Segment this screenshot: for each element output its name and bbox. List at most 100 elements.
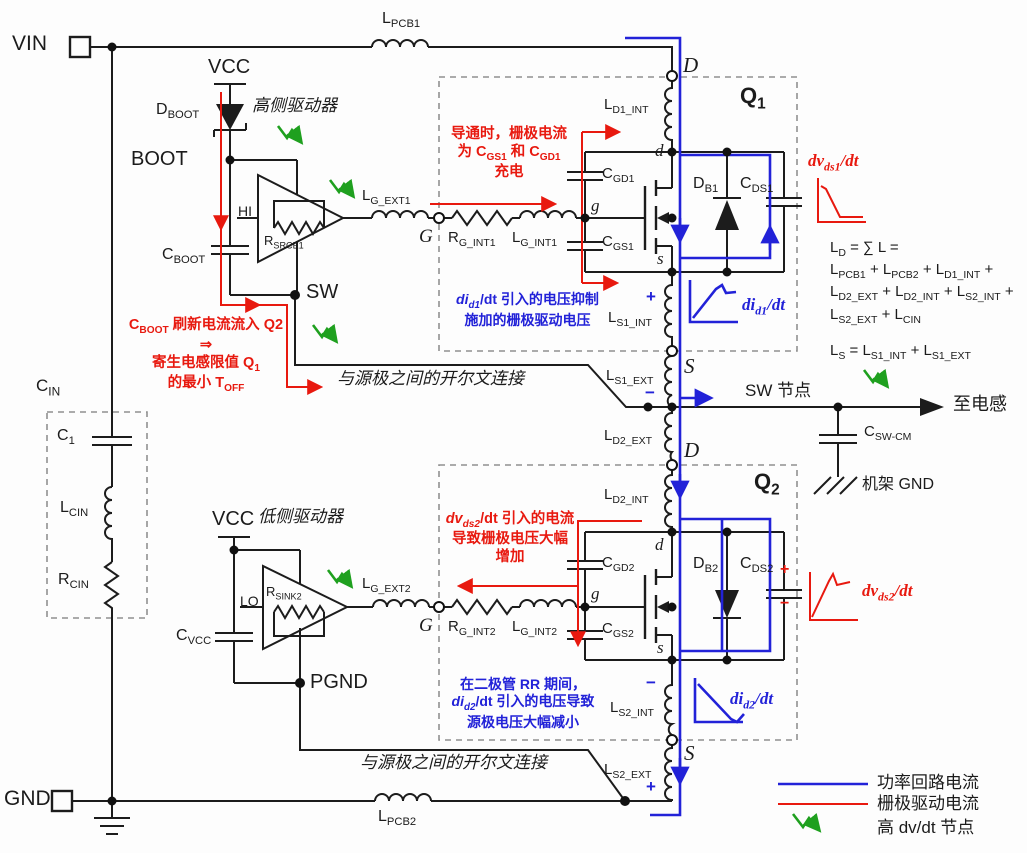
label-c-ds2: CDS2 <box>740 555 774 576</box>
eq-ld-line1: LD = ∑ L = <box>830 239 899 259</box>
minus-sign-ls1: − <box>645 383 655 402</box>
inductance-equations: LD = ∑ L = LPCB1 + LPCB2 + LD1_INT + LD2… <box>830 238 1014 363</box>
label-c-sw-cm: CSW-CM <box>864 423 912 443</box>
sw-node-label: SW 节点 <box>745 381 812 400</box>
minus-sign-cds2: − <box>780 595 790 612</box>
low-side-driver-title: 低侧驱动器 <box>258 507 343 526</box>
eq-ld-line4: LS2_EXT + LCIN <box>830 305 921 326</box>
q2-title: Q2 <box>754 469 780 499</box>
legend-power-loop: 功率回路电流 <box>877 773 979 792</box>
node-label-gate-q1: g <box>591 196 600 215</box>
label-l-s1-ext: LS1_EXT <box>606 367 654 387</box>
annotation-didt1: did1/dt 引入的电压抑制 施加的栅极驱动电压 <box>456 291 599 328</box>
label-c-in: CIN <box>36 376 61 399</box>
dvds2-waveform <box>809 571 858 621</box>
label-c-gd1: CGD1 <box>602 165 635 185</box>
high-side-driver-title: 高侧驱动器 <box>252 96 337 115</box>
label-l-d2-int: LD2_INT <box>604 486 649 506</box>
label-d-boot: DBOOT <box>156 101 200 122</box>
label-l-g-int2: LG_INT2 <box>512 618 558 638</box>
node-label-g-q1: G <box>419 226 433 247</box>
sw-cm-capacitor <box>813 407 858 495</box>
node-label-s-q1: s <box>657 249 664 268</box>
plus-sign-ls2: + <box>646 777 656 796</box>
label-r-cin: RCIN <box>58 571 89 592</box>
dvds1-label: dvds1/dt <box>808 151 859 174</box>
legend-gate-drive: 栅极驱动电流 <box>877 794 979 813</box>
sw-pin-label: SW <box>306 281 339 303</box>
kelvin-label-top: 与源极之间的开尔文连接 <box>337 369 524 388</box>
kelvin-label-bottom: 与源极之间的开尔文连接 <box>360 753 547 772</box>
chassis-gnd-label: 机架 GND <box>862 476 935 493</box>
high-side-driver <box>211 83 585 296</box>
eq-ld-line2: LPCB1 + LPCB2 + LD1_INT + <box>830 261 994 282</box>
node-label-drain-q2: D <box>684 438 700 462</box>
label-d-b2: DB2 <box>693 555 719 576</box>
pin-circles <box>433 70 678 746</box>
low-side-driver <box>215 536 585 684</box>
label-c-gs2: CGS2 <box>602 620 634 640</box>
label-r-srce1: RSRCE1 <box>264 233 304 251</box>
label-l-pcb1: LPCB1 <box>382 10 421 31</box>
boot-label: BOOT <box>131 148 188 170</box>
junction-dots <box>107 42 843 806</box>
gnd-port-label: GND <box>4 787 51 810</box>
legend-samples <box>778 782 868 833</box>
eq-ld-line3: LD2_EXT + LD2_INT + LS2_INT + <box>830 283 1014 304</box>
q2-mosfet <box>567 531 802 661</box>
node-label-d-q2: d <box>655 535 664 554</box>
annotation-dvdt2: dvds2/dt 引入的电流 导致栅极电压大幅 增加 <box>445 511 575 565</box>
plus-sign-ls1: + <box>646 287 656 306</box>
annotation-cboot-refresh: CBOOT 刷新电流流入 Q2 ⇒ 寄生电感限值 Q1 的最小 TOFF <box>128 317 284 395</box>
hi-input-label: HI <box>238 203 252 219</box>
q1-title: Q1 <box>740 83 766 113</box>
label-l-pcb2: LPCB2 <box>378 808 417 829</box>
label-r-g-int1: RG_INT1 <box>448 229 496 249</box>
annotation-turn-on: 导通时，栅极电流 为 CGS1 和 CGD1 充电 <box>451 126 567 180</box>
to-inductor-label: 至电感 <box>953 394 1007 414</box>
label-r-sink2: RSINK2 <box>266 584 302 602</box>
vin-port-label: VIN <box>12 32 48 55</box>
label-d-b1: DB1 <box>693 175 719 196</box>
node-label-source-q1: S <box>684 354 695 378</box>
eq-ls-line: LS = LS1_INT + LS1_EXT <box>830 341 971 362</box>
label-l-g-ext2: LG_EXT2 <box>362 575 411 595</box>
annotation-didt2: 在二极管 RR 期间， did2/dt 引入的电压导致 源极电压大幅减小 <box>451 676 595 730</box>
node-label-source-q2: S <box>684 741 695 765</box>
dids2-waveform <box>693 678 745 724</box>
lo-input-label: LO <box>240 593 259 609</box>
dids1-waveform <box>688 280 738 324</box>
node-label-drain-q1: D <box>683 53 699 77</box>
label-c-gs1: CGS1 <box>602 233 634 253</box>
dvds2-label: dvds2/dt <box>862 581 913 604</box>
dids2-label: did2/dt <box>730 689 774 712</box>
dids1-label: did1/dt <box>742 295 786 318</box>
label-c-vcc: CVCC <box>176 627 212 648</box>
q2-package-outline <box>438 464 798 741</box>
vcc-high-label: VCC <box>208 56 251 78</box>
cin-outline <box>46 411 148 619</box>
label-l-cin: LCIN <box>60 499 89 520</box>
legend-high-dvdt: 高 dv/dt 节点 <box>877 818 975 837</box>
label-l-s2-ext: LS2_EXT <box>604 761 652 781</box>
label-c-gd2: CGD2 <box>602 554 635 574</box>
label-l-g-ext1: LG_EXT1 <box>362 187 411 207</box>
label-l-s1-int: LS1_INT <box>608 309 652 329</box>
label-c-ds1: CDS1 <box>740 175 774 196</box>
gate-drive-current-path <box>213 92 642 648</box>
node-label-s-q2: s <box>657 638 664 657</box>
vcc-low-label: VCC <box>212 508 255 530</box>
power-rails <box>50 35 673 835</box>
label-l-d1-int: LD1_INT <box>604 96 649 116</box>
pgnd-label: PGND <box>310 671 368 693</box>
node-label-gate-q2: g <box>591 584 600 603</box>
label-c-boot: CBOOT <box>162 246 206 267</box>
label-l-g-int1: LG_INT1 <box>512 229 558 249</box>
label-c1: C1 <box>57 427 75 448</box>
kelvin-connections <box>294 295 672 802</box>
minus-sign-ls2: − <box>646 673 656 692</box>
plus-sign-cds2: + <box>780 561 790 578</box>
label-r-g-int2: RG_INT2 <box>448 618 496 638</box>
